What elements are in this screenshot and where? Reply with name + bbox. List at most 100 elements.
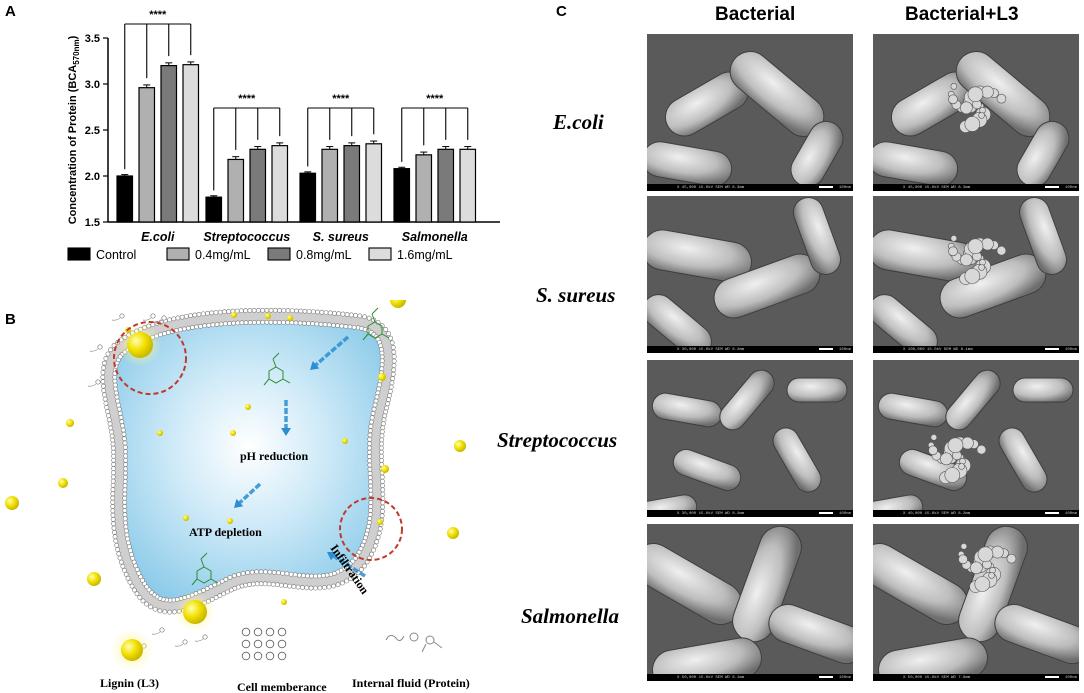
l3-aggregate xyxy=(948,246,958,257)
lignin-particle xyxy=(58,478,68,488)
l3-aggregate xyxy=(964,268,981,284)
sem-scale-text: 100nm xyxy=(1064,185,1077,190)
legend-label: 0.8mg/mL xyxy=(296,248,352,262)
lignin-molecule xyxy=(263,352,291,386)
l3-aggregate xyxy=(960,543,968,550)
highlight-circle xyxy=(113,321,187,395)
internal-fluid xyxy=(108,316,389,607)
entry-arrow xyxy=(310,335,350,370)
l3-aggregate xyxy=(944,467,961,483)
lignin-particle xyxy=(447,527,459,539)
sem-info-text: X 40,000 15.0kV SEM WD 8.2mm xyxy=(903,511,971,516)
lipid-tail xyxy=(89,348,99,352)
atp-arrow xyxy=(234,482,262,508)
lignin-particle xyxy=(378,373,386,381)
significance-label: **** xyxy=(332,93,350,105)
infiltration-arrow xyxy=(327,552,366,578)
y-tick-label: 3.5 xyxy=(85,33,100,45)
bar xyxy=(160,64,178,223)
lipid-tail xyxy=(194,638,204,642)
lignin-particle xyxy=(87,572,101,586)
lignin-particle xyxy=(157,430,163,436)
l3-aggregate xyxy=(981,237,994,251)
legend-label: 1.6mg/mL xyxy=(397,248,453,262)
bar xyxy=(459,148,477,223)
legend-swatch xyxy=(67,247,91,261)
y-tick-label: 3.0 xyxy=(85,79,100,91)
bar xyxy=(365,143,383,223)
highlight-circle xyxy=(339,497,403,561)
lipid-tail xyxy=(153,319,163,323)
sem-scale-bar xyxy=(819,676,833,678)
lignin-particle xyxy=(227,518,233,524)
legend-label: Control xyxy=(96,248,136,262)
bacterium-cell xyxy=(652,637,762,674)
bacterium-cell xyxy=(873,141,959,184)
bar xyxy=(299,172,317,223)
l3-aggregate xyxy=(978,112,985,119)
lipid-tail xyxy=(174,643,184,647)
bar xyxy=(437,148,455,223)
sem-info-text: X 45,000 15.0kV SEM WD 8.3mm xyxy=(677,185,745,190)
lipid-fragment xyxy=(161,315,167,321)
lignin-particle xyxy=(454,440,466,452)
panel-letter-b: B xyxy=(5,311,16,328)
legend-label: 0.4mg/mL xyxy=(195,248,251,262)
lignin-particle xyxy=(281,599,287,605)
bacterium-cell xyxy=(719,369,775,431)
sem-scale-text: 100nm xyxy=(1064,675,1077,680)
l3-aggregate xyxy=(970,561,983,575)
bacterium-cell xyxy=(790,120,844,184)
sem-image: X 45,000 15.0kV SEM WD 8.3mm 100nm xyxy=(647,34,853,191)
l3-aggregate xyxy=(996,93,1007,104)
sem-info-bar: X 45,000 15.0kV SEM WD 8.3mm 100nm xyxy=(647,184,853,191)
bar xyxy=(321,148,339,223)
lignin-particle xyxy=(381,465,389,473)
sem-scale-text: 100nm xyxy=(838,185,851,190)
legend-fluid-icon xyxy=(385,632,443,653)
lipid-fragment xyxy=(119,313,125,319)
sem-info-text: X 50,000 15.0kV SEM WD 8.1mm xyxy=(677,675,745,680)
lignin-particle xyxy=(231,312,237,318)
legend-membrane-icon xyxy=(241,627,287,661)
bacterium-cell xyxy=(786,377,848,403)
significance-label: **** xyxy=(238,93,256,105)
membrane-bilayer xyxy=(101,309,396,614)
lignin-molecule xyxy=(362,307,390,341)
lipid-fragment xyxy=(182,639,188,645)
lignin-particle xyxy=(230,430,236,436)
lignin-particle xyxy=(245,404,251,410)
column-header-bacterial: Bacterial xyxy=(715,4,796,25)
lignin-particle xyxy=(183,515,189,521)
sem-scale-bar xyxy=(819,512,833,514)
bar xyxy=(116,175,134,223)
bacterium-cell xyxy=(1018,197,1068,275)
l3-aggregate xyxy=(950,83,958,90)
sem-scale-text: 100nm xyxy=(838,675,851,680)
sem-scale-bar xyxy=(1045,512,1059,514)
l3-aggregate xyxy=(940,452,953,466)
l3-aggregate xyxy=(948,94,958,105)
category-label: E.coli xyxy=(141,230,175,244)
category-label: Streptococcus xyxy=(203,230,290,244)
legend-swatch xyxy=(267,247,291,261)
l3-aggregate xyxy=(928,445,938,456)
l3-aggregate xyxy=(961,436,974,450)
row-label-salmonella: Salmonella xyxy=(521,604,620,628)
l3-aggregate xyxy=(967,238,984,255)
lignin-particle xyxy=(287,315,293,321)
l3-aggregate xyxy=(977,546,994,563)
sem-scale-bar xyxy=(819,348,833,350)
sem-scale-text: 100nm xyxy=(838,511,851,516)
category-label: S. sureus xyxy=(313,230,369,244)
legend-lignin-icon xyxy=(121,639,143,661)
sem-scale-bar xyxy=(1045,348,1059,350)
significance-label: **** xyxy=(149,9,167,21)
l3-aggregate xyxy=(976,444,987,455)
lipid-fragment xyxy=(95,379,101,385)
